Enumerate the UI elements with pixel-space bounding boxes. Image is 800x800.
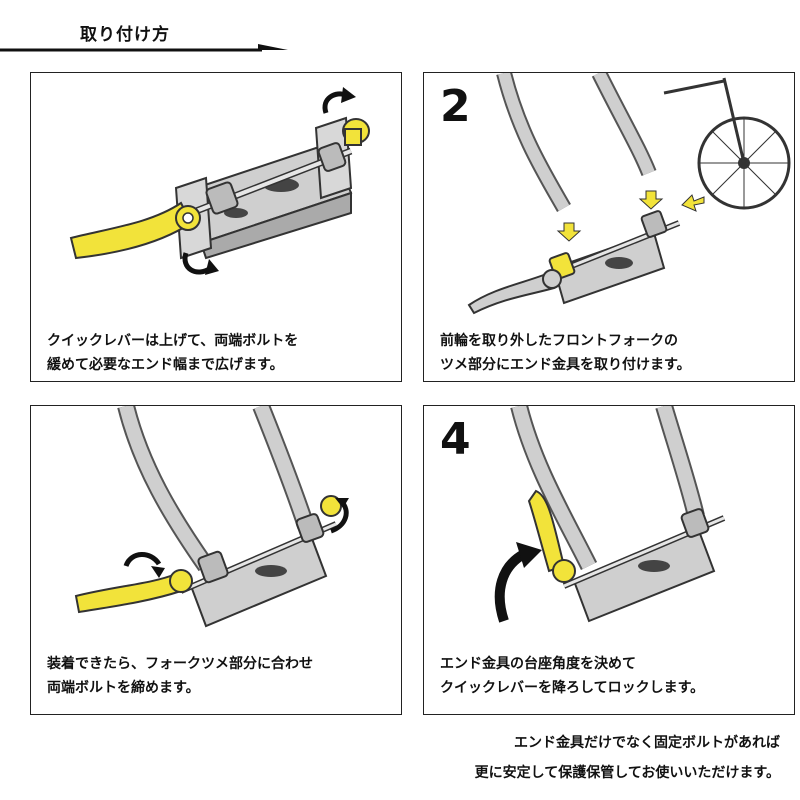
- step-number: 4: [440, 414, 471, 465]
- page-title: 取り付け方: [80, 25, 170, 45]
- step-number: 2: [440, 81, 471, 132]
- bracket-illustration: [69, 87, 370, 275]
- step-panel-4: 4 エンド金具の台座角度を決めて クイックレバーを降ろしてロックします。: [423, 405, 795, 715]
- footnote: エンド金具だけでなく固定ボルトがあれば 更に安定して保護保管してお使いいただけま…: [475, 728, 780, 788]
- header-underline-arrow: [0, 44, 288, 52]
- step-caption: 前輪を取り外したフロントフォークの ツメ部分にエンド金具を取り付けます。: [440, 333, 691, 373]
- step-panel-2: 2 前輪を取り外したフロントフォークの ツメ部分にエンド金具を取り付けます。: [423, 72, 795, 382]
- footnote-line: 更に安定して保護保管してお使いいただけます。: [474, 765, 780, 781]
- step-panel-1: クイックレバーは上げて、両端ボルトを 緩めて必要なエンド幅まで広げます。: [30, 72, 402, 382]
- footnote-line: エンド金具だけでなく固定ボルトがあれば: [514, 735, 780, 751]
- step-caption: 装着できたら、フォークツメ部分に合わせ 両端ボルトを締めます。: [47, 656, 313, 696]
- step-panel-3: 装着できたら、フォークツメ部分に合わせ 両端ボルトを締めます。: [30, 405, 402, 715]
- section-header: 取り付け方: [0, 18, 290, 58]
- lock-lever-illustration: [494, 406, 726, 623]
- step-caption: エンド金具の台座角度を決めて クイックレバーを降ろしてロックします。: [440, 656, 705, 696]
- step-caption: クイックレバーは上げて、両端ボルトを 緩めて必要なエンド幅まで広げます。: [47, 333, 299, 373]
- tighten-bolts-illustration: [74, 406, 349, 628]
- fork-mount-illustration: [467, 73, 791, 315]
